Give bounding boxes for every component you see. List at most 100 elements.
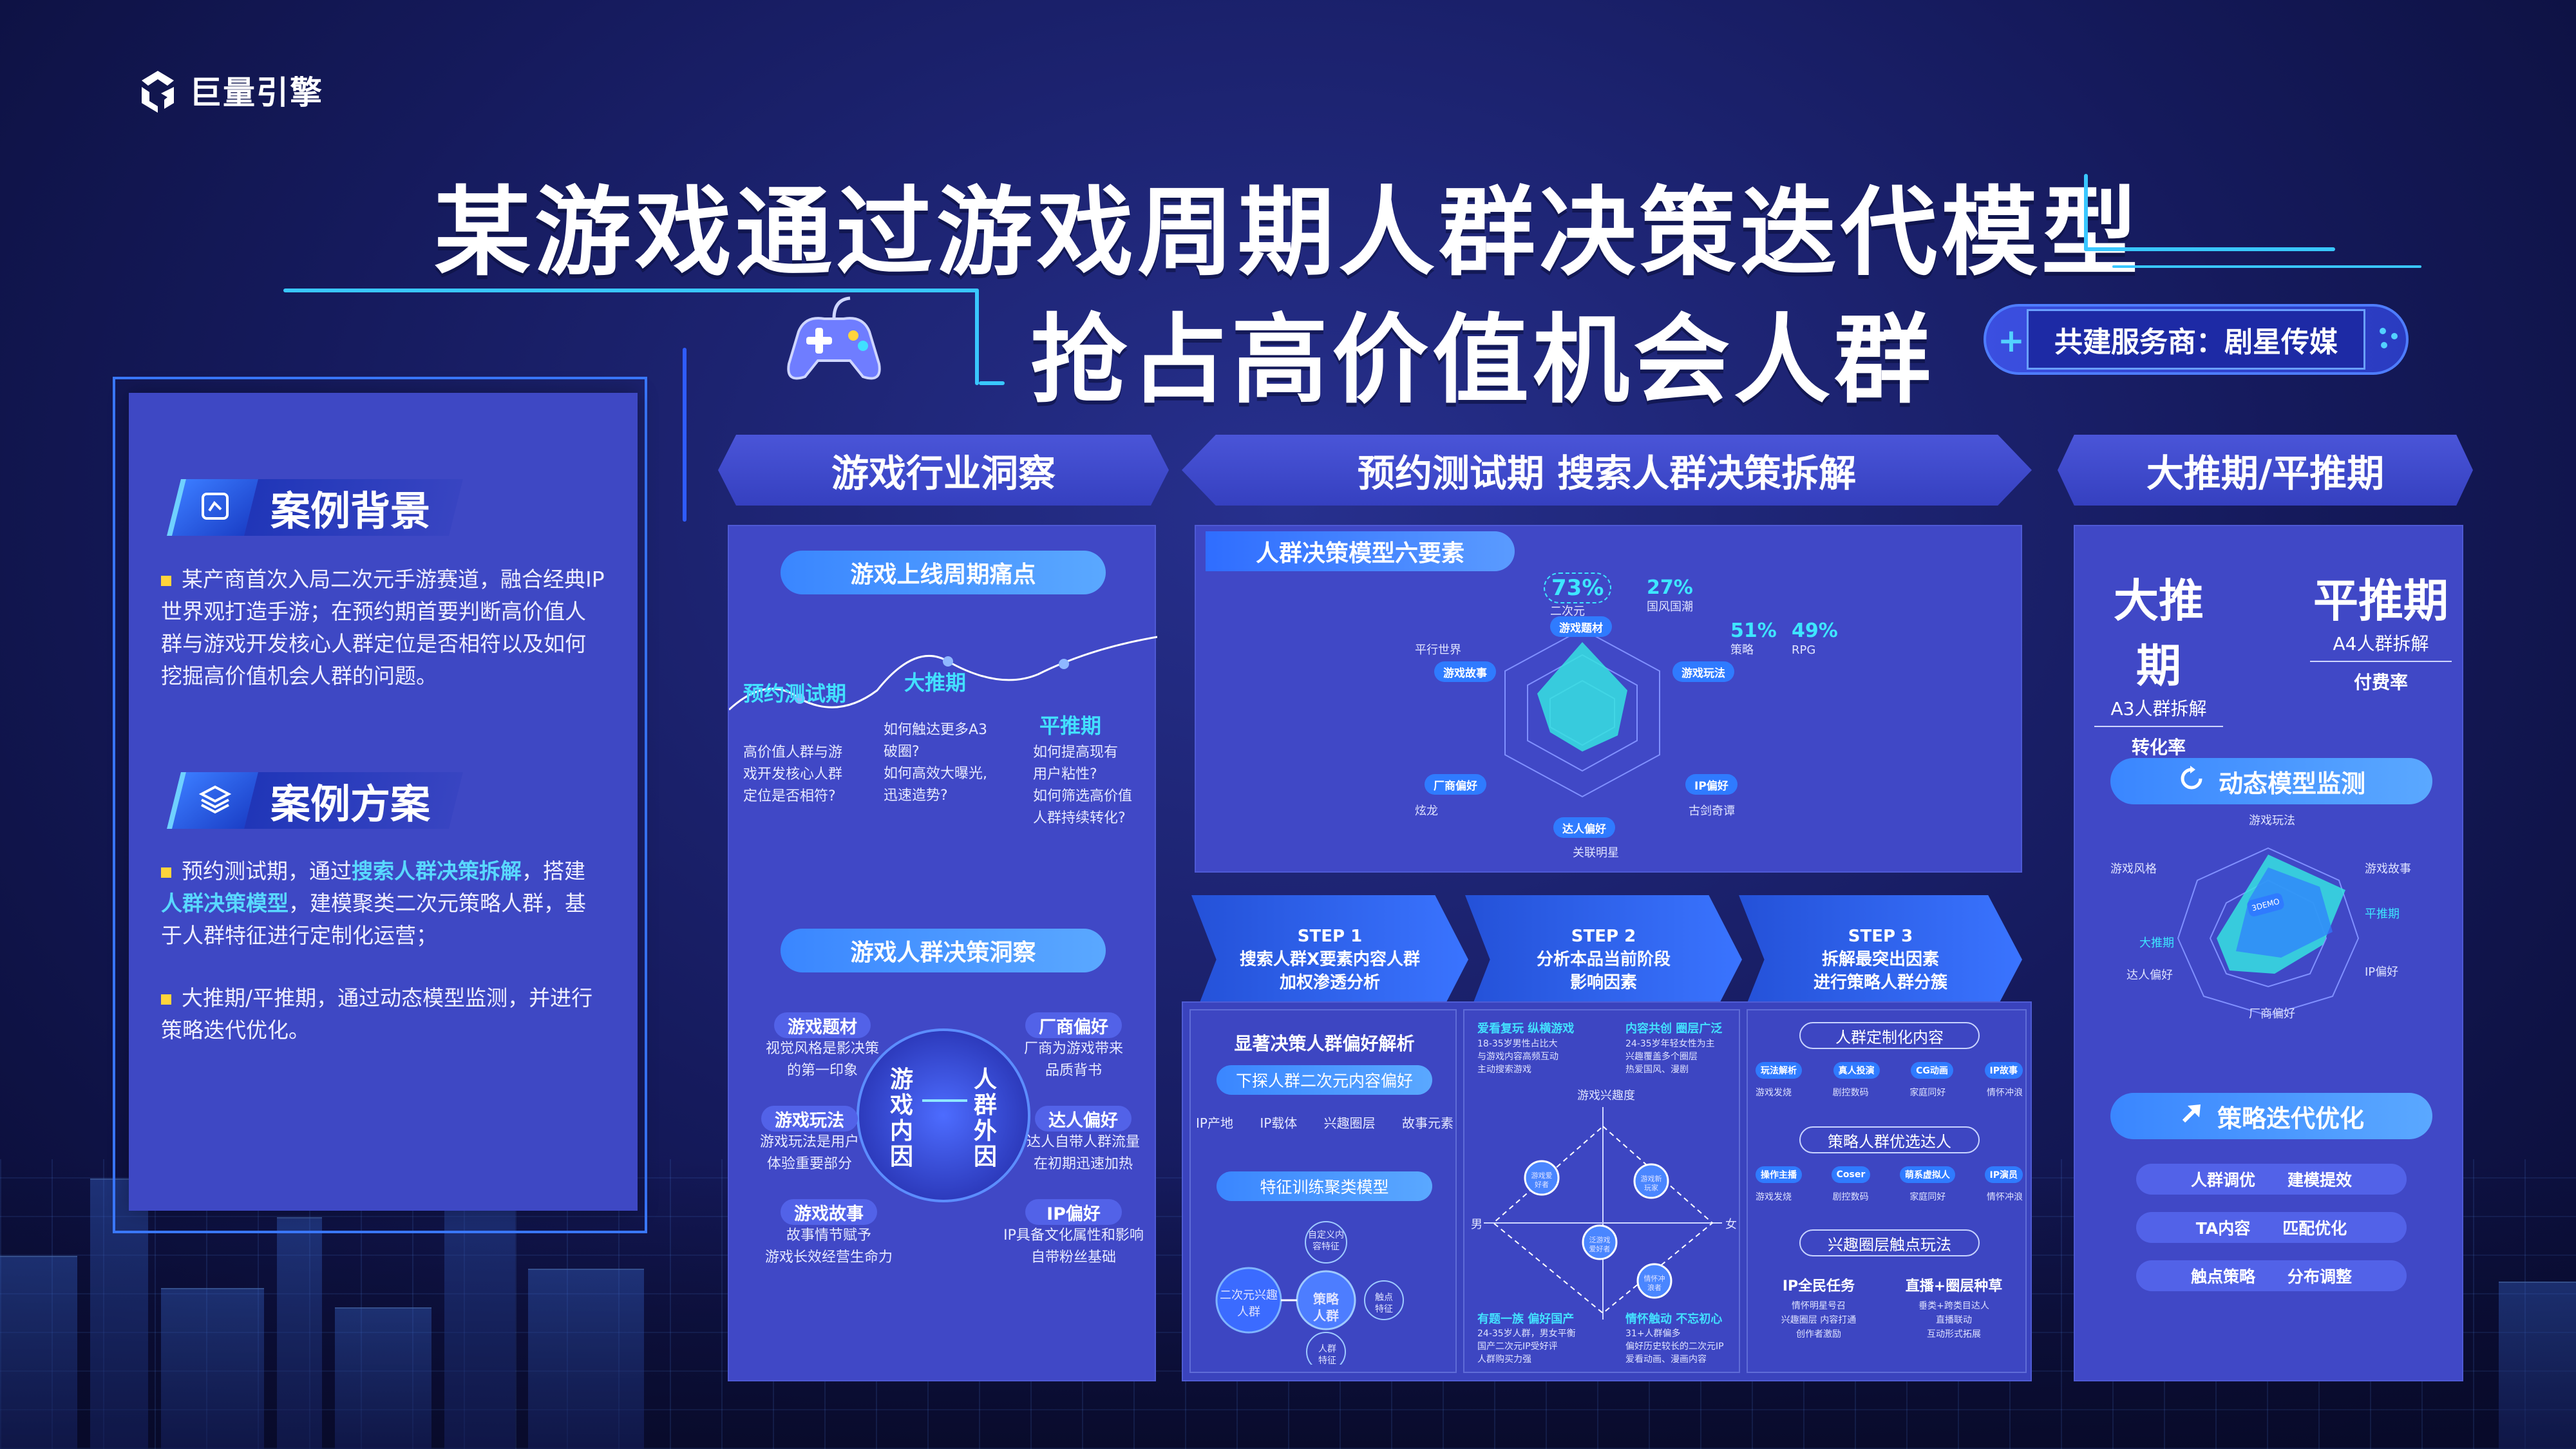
gamepad-icon (779, 293, 889, 390)
step-number: STEP 1 (1297, 927, 1363, 946)
layers-icon (167, 772, 258, 829)
page-subtitle: 抢占高价值机会人群 (1030, 305, 1935, 417)
phase-text-line: 如何触达更多A3 (884, 722, 988, 738)
quadrant-item: 热爱国风、漫剧 (1625, 1065, 1689, 1075)
phase-reservation: 预约测试期 (743, 681, 847, 706)
quadrant-tr-items: 24-35岁年轻女性为主兴趣覆盖多个圈层热爱国风、漫剧 (1625, 1037, 1715, 1076)
optimize-item: TA内容 (2195, 1219, 2251, 1238)
strategy-title-2: 策略人群优选达人 (1799, 1126, 1980, 1153)
title-deco-line (2112, 265, 2421, 268)
factor-tag: 达人偏好 (1035, 1106, 1132, 1132)
factor-tag: 游戏题材 (774, 1012, 871, 1038)
touchpoint-item: 直播联动 (1936, 1315, 1972, 1325)
radar-label: 达人偏好 (1553, 817, 1615, 838)
radar-label: IP偏好 (1685, 774, 1738, 795)
phase-text-line: 如何提高现有 (1033, 744, 1119, 761)
touchpoint-title: 直播+圈层种草 (1905, 1278, 2003, 1294)
factor-text: 游戏玩法是用户 (759, 1134, 859, 1150)
optimize-row: 触点策略分布调整 (2136, 1260, 2407, 1291)
step-number: STEP 3 (1848, 927, 1913, 946)
factor-text: IP具备文化属性和影响 (1003, 1227, 1144, 1244)
phase-text-line: 迅速造势? (884, 788, 948, 804)
strategy-title-1: 人群定制化内容 (1799, 1022, 1980, 1049)
flat-push-block: 平推期 A4人群拆解 付费率 (2310, 565, 2452, 694)
plan-section-header: 案例方案 (167, 770, 463, 831)
phase-big-push: 大推期 (904, 670, 967, 695)
content-tag: CG动画 (1911, 1062, 1953, 1079)
preference-item: 兴趣圈层 (1323, 1115, 1376, 1131)
radar-pct-group-3: 51% 策略 (1730, 620, 1777, 659)
content-tag: 玩法解析 (1756, 1062, 1802, 1079)
left-panel-frame (113, 377, 647, 1233)
plan-text: ，建模聚类二次元策略人群，基于人群特征进行定制化运营； (161, 891, 586, 948)
preference-pill: 下探人群二次元内容偏好 (1217, 1065, 1432, 1095)
factor-text: 故事情节赋予 (786, 1227, 871, 1244)
radar-ext: 平行世界 (1415, 643, 1461, 657)
factor-text: 在初期迅速加热 (1033, 1156, 1133, 1172)
optimize-row: 人群调优建模提效 (2136, 1164, 2407, 1195)
phase-text-line: 高价值人群与游 (743, 744, 843, 761)
influencer-sub: 游戏发烧剧控数码家庭同好情怀冲浪 (1756, 1189, 2023, 1206)
partner-badge: 共建服务商：剧星传媒 (1984, 304, 2409, 375)
cluster-node: 自定义内容特征 (1308, 1230, 1344, 1252)
factor-text: 的第一印象 (786, 1063, 858, 1079)
quadrant-item: 主动搜索游戏 (1477, 1065, 1531, 1075)
phase-text-line: 人群持续转化? (1033, 810, 1126, 826)
phase-text-line: 如何筛选高价值 (1033, 788, 1133, 804)
decision-insight-pill: 游戏人群决策洞察 (781, 929, 1106, 972)
radar-pct: 49% (1792, 620, 1838, 642)
radar-pct-group-4: 49% RPG (1792, 620, 1838, 659)
col1-header: 游戏行业洞察 (718, 435, 1169, 506)
cluster-diagram (1215, 1221, 1404, 1365)
arrow-up-right-icon (2179, 1101, 2204, 1132)
quadrant-item: 与游戏内容高频互动 (1477, 1052, 1558, 1062)
monitor-radar-label: 游戏风格 (2110, 862, 2157, 876)
monitor-radar-label: 平推期 (2365, 907, 2400, 921)
influencer-sub-item: 游戏发烧 (1756, 1192, 1792, 1202)
preference-item: 故事元素 (1401, 1115, 1454, 1131)
touchpoint-group-2: 直播+圈层种草 垂类+跨类目达人 直播联动 互动形式拓展 (1893, 1274, 2015, 1341)
content-tag: 真人投演 (1833, 1062, 1880, 1079)
city-building (161, 1288, 264, 1449)
radar-ext: 古剑奇谭 (1689, 804, 1735, 818)
radar-label: 游戏题材 (1550, 616, 1612, 637)
background-text: 某产商首次入局二次元手游赛道，融合经典IP世界观打造手游；在预约期首要判断高价值… (161, 567, 605, 688)
factor-tag: IP偏好 (1025, 1199, 1122, 1225)
optimize-item: 人群调优 (2190, 1171, 2255, 1189)
factor-text: 游戏长效经营生命力 (764, 1249, 893, 1265)
optimize-label: 策略迭代优化 (2217, 1104, 2364, 1133)
brand-mark-icon (135, 68, 180, 113)
col3-header: 大推期/平推期 (2058, 435, 2473, 506)
quadrant-tl-items: 18-35岁男性占比大与游戏内容高频互动主动搜索游戏 (1477, 1037, 1558, 1076)
cluster-node: 二次元兴趣人群 (1220, 1289, 1278, 1319)
axis-top: 游戏兴趣度 (1577, 1089, 1635, 1103)
optimize-pill: 策略迭代优化 (2110, 1093, 2432, 1139)
influencer-tag: 萌系虚拟人 (1899, 1166, 1955, 1183)
partner-label: 共建服务商：剧星传媒 (2027, 309, 2365, 370)
plan-title: 案例方案 (270, 781, 431, 828)
influencer-sub-item: 情怀冲浪 (1986, 1192, 2023, 1202)
phase-text-line: 戏开发核心人群 (743, 766, 843, 782)
quadrant-item: 24-35岁人群，男女平衡 (1477, 1329, 1576, 1339)
step-text: 加权渗透分析 (1279, 973, 1380, 992)
touchpoint-item: 情怀明星号召 (1792, 1301, 1846, 1311)
city-building (2499, 1282, 2576, 1449)
factor-influencer: 达人偏好 达人自带人群流量在初期迅速加热 (1006, 1106, 1160, 1175)
radar-label: 游戏玩法 (1672, 661, 1734, 682)
monitor-radar-label: IP偏好 (2365, 965, 2399, 979)
refresh-icon (2177, 764, 2206, 799)
quadrant-item: 爱看动画、漫画内容 (1625, 1354, 1707, 1365)
monitor-radar (2177, 847, 2360, 1017)
monitor-radar-label: 游戏玩法 (2249, 814, 2295, 828)
optimize-item: 分布调整 (2287, 1267, 2353, 1286)
cluster-node: 策略人群 (1313, 1291, 1339, 1323)
quadrant-item: 兴趣覆盖多个圈层 (1625, 1052, 1698, 1062)
col3-panel: 大推期 A3人群拆解 转化率 平推期 A4人群拆解 付费率 动态模型监测 游戏玩… (2074, 525, 2463, 1381)
cluster-model-pill: 特征训练聚类模型 (1217, 1171, 1432, 1201)
monitor-radar-label: 厂商偏好 (2249, 1007, 2295, 1021)
phase-text-line: 定位是否相符? (743, 788, 836, 804)
touchpoint-item: 互动形式拓展 (1927, 1329, 1981, 1340)
content-sub: 游戏发烧剧控数码家庭同好情怀冲浪 (1756, 1084, 2023, 1101)
